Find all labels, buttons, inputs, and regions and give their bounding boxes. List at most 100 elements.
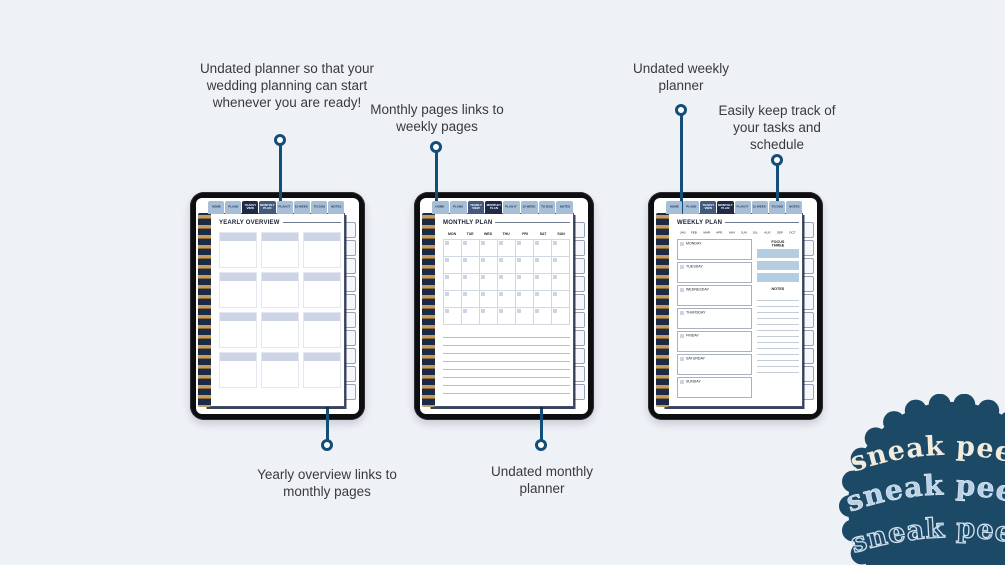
title-rule	[725, 222, 799, 223]
planner-tab[interactable]: HOME	[432, 201, 449, 214]
side-tab[interactable]	[345, 348, 356, 364]
calendar-cell	[534, 291, 551, 307]
note-tasks-schedule: Easily keep track of your tasks and sche…	[718, 103, 836, 152]
side-tab[interactable]	[803, 258, 814, 274]
side-tab[interactable]	[574, 366, 585, 382]
planner-tab[interactable]: HOME	[666, 201, 683, 214]
planner-tab[interactable]: HOME	[208, 201, 225, 214]
month-link[interactable]: JAN	[679, 231, 686, 235]
calendar-cell	[444, 257, 461, 273]
month-link[interactable]: MAY	[728, 231, 736, 235]
side-tab[interactable]	[803, 240, 814, 256]
side-tab[interactable]	[574, 294, 585, 310]
date-square	[535, 292, 539, 296]
focus-bar	[757, 273, 799, 282]
month-box-header	[220, 353, 256, 361]
day-section: SUNDAY	[677, 377, 753, 398]
side-tab[interactable]	[345, 222, 356, 238]
planner-tab[interactable]: YEARLY VIEW	[700, 201, 717, 214]
month-link[interactable]: FEB	[691, 231, 698, 235]
planner-tab[interactable]: MONTHLY PLAN	[259, 201, 276, 214]
planner-tab[interactable]: YEARLY VIEW	[242, 201, 259, 214]
note-undated-weekly: Undated weekly planner	[632, 61, 730, 93]
month-box	[303, 312, 341, 348]
side-tab[interactable]	[803, 312, 814, 328]
month-link[interactable]: SEP	[776, 231, 783, 235]
side-tab[interactable]	[345, 366, 356, 382]
calendar-cell	[534, 257, 551, 273]
side-tab[interactable]	[803, 294, 814, 310]
title-rule	[282, 222, 341, 223]
calendar-cell	[516, 291, 533, 307]
side-tab[interactable]	[574, 276, 585, 292]
side-tab[interactable]	[574, 348, 585, 364]
side-tab[interactable]	[803, 222, 814, 238]
calendar-cell	[444, 274, 461, 290]
focus-bars	[757, 249, 799, 282]
ruled-line	[443, 362, 570, 370]
planner-tab[interactable]: 12 WEEK	[520, 201, 538, 214]
date-square	[553, 292, 557, 296]
date-square	[535, 275, 539, 279]
side-tab[interactable]	[574, 258, 585, 274]
month-link[interactable]: AUG	[763, 231, 771, 235]
month-link[interactable]: OCT	[788, 231, 796, 235]
side-tab[interactable]	[574, 240, 585, 256]
planner-tab[interactable]: MONTHLY PLAN	[485, 201, 502, 214]
side-tab[interactable]	[345, 258, 356, 274]
calendar-cell	[498, 257, 515, 273]
month-link[interactable]: APR	[716, 231, 723, 235]
side-tab[interactable]	[574, 312, 585, 328]
note-yearly-links: Yearly overview links to monthly pages	[257, 467, 397, 499]
side-tab[interactable]	[345, 276, 356, 292]
side-tab[interactable]	[803, 276, 814, 292]
date-square	[463, 241, 467, 245]
planner-tab[interactable]: 12 WEEK	[293, 201, 310, 214]
planner-tab[interactable]: TO DOS	[538, 201, 556, 214]
page-title: YEARLY OVERVIEW	[219, 219, 280, 226]
side-tab[interactable]	[574, 222, 585, 238]
weekday-label: MON	[448, 232, 457, 236]
date-square	[553, 309, 557, 313]
planner-tab[interactable]: PLAN IT	[276, 201, 293, 214]
planner-tab[interactable]: MONTHLY PLAN	[717, 201, 734, 214]
planner-tab[interactable]: TO DOS	[768, 201, 785, 214]
date-square	[517, 292, 521, 296]
side-tab[interactable]	[803, 348, 814, 364]
side-tab[interactable]	[803, 330, 814, 346]
side-tab[interactable]	[574, 330, 585, 346]
planner-tab[interactable]: PLANS	[449, 201, 467, 214]
month-box-header	[304, 313, 340, 321]
planner-tab[interactable]: PLAN IT	[503, 201, 520, 214]
side-tab[interactable]	[574, 384, 585, 400]
planner-tab[interactable]: 12 WEEK	[751, 201, 768, 214]
month-link[interactable]: JUN	[741, 231, 748, 235]
planner-tab[interactable]: PLANS	[683, 201, 700, 214]
side-tab[interactable]	[345, 384, 356, 400]
ruled-line	[443, 386, 570, 394]
planner-tab[interactable]: YEARLY VIEW	[467, 201, 485, 214]
side-tab[interactable]	[345, 240, 356, 256]
month-box	[219, 232, 257, 268]
day-square	[680, 242, 684, 246]
side-tab[interactable]	[345, 294, 356, 310]
ruled-line	[757, 331, 799, 337]
month-link[interactable]: MAR	[703, 231, 711, 235]
planner-tab[interactable]: TO DOS	[310, 201, 327, 214]
focus-bar	[757, 261, 799, 270]
planner-tab[interactable]: NOTES	[556, 201, 573, 214]
pin-line	[679, 114, 683, 222]
day-square	[680, 288, 684, 292]
planner-tab[interactable]: PLAN IT	[734, 201, 751, 214]
calendar-cell	[480, 240, 497, 256]
planner-tab[interactable]: PLANS	[225, 201, 242, 214]
planner-tab[interactable]: NOTES	[327, 201, 344, 214]
side-tab[interactable]	[803, 366, 814, 382]
side-tab[interactable]	[803, 384, 814, 400]
month-link[interactable]: JUL	[752, 231, 758, 235]
planner-tab[interactable]: NOTES	[785, 201, 802, 214]
side-tab[interactable]	[345, 312, 356, 328]
notes-heading: NOTES	[771, 287, 785, 292]
side-tab[interactable]	[345, 330, 356, 346]
